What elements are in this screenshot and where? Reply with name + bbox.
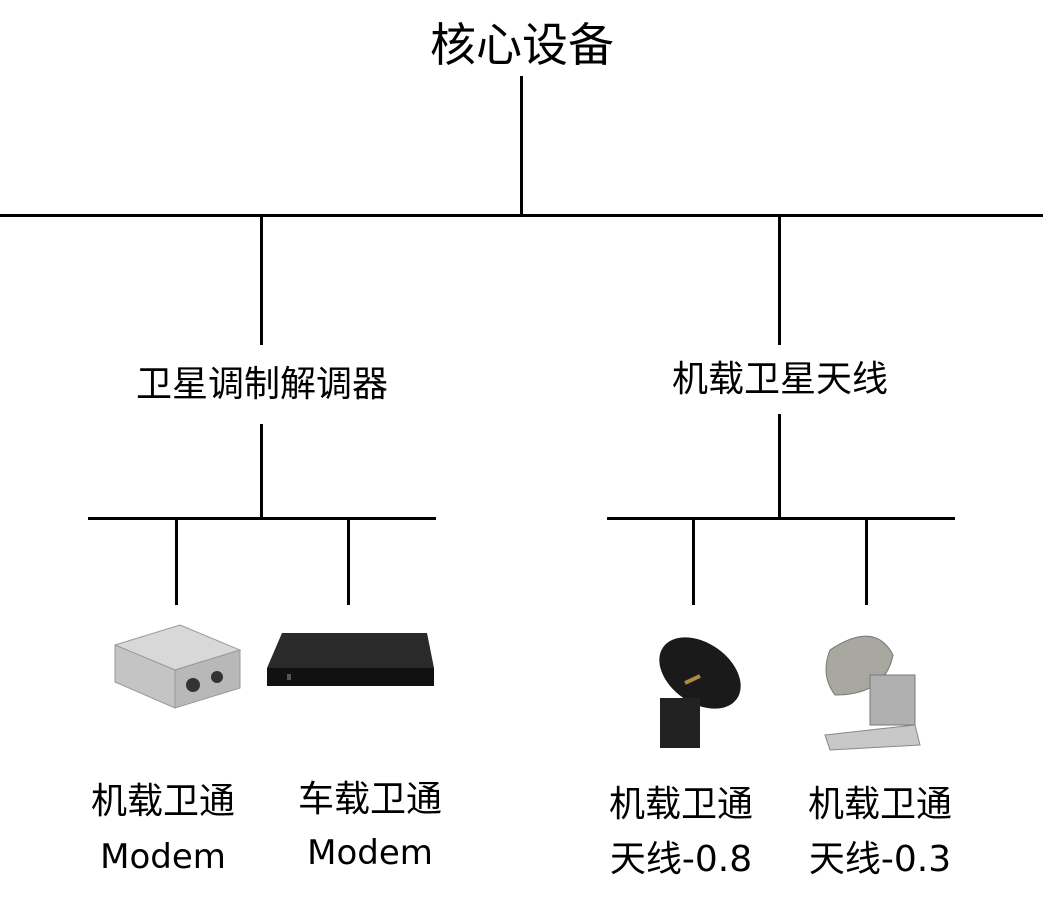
dish-antenna-black-image: [659, 637, 741, 748]
connector-line: [260, 214, 263, 345]
leaf-label-line1: 机载卫通: [608, 784, 754, 825]
connector-line: [865, 517, 868, 605]
connector-line: [88, 517, 436, 520]
vehicle-modem-rack-image: [267, 633, 434, 686]
leaf-label-line2: Modem: [100, 837, 226, 877]
airborne-modem-box-image: [113, 624, 242, 709]
connector-line: [347, 517, 350, 605]
leaf-label-line2: Modem: [307, 833, 433, 873]
leaf-label-line1: 机载卫通: [90, 781, 236, 822]
branch-label-antenna: 机载卫星天线: [671, 359, 889, 400]
dish-antenna-silver-image: [824, 635, 921, 751]
leaf-label-line2: 天线-0.3: [808, 839, 952, 880]
leaf-label-line2: 天线-0.8: [609, 839, 753, 880]
branch-label-modem: 卫星调制解调器: [135, 364, 389, 405]
root-node-label: 核心设备: [430, 18, 614, 72]
connector-line: [607, 517, 955, 520]
connector-line: [0, 214, 1043, 217]
leaf-label-line1: 车载卫通: [297, 779, 443, 820]
leaf-label-line1: 机载卫通: [807, 784, 953, 825]
connector-line: [260, 424, 263, 520]
connector-line: [175, 517, 178, 605]
connector-line: [778, 214, 781, 345]
connector-line: [520, 76, 523, 216]
connector-line: [778, 414, 781, 520]
connector-line: [692, 517, 695, 605]
